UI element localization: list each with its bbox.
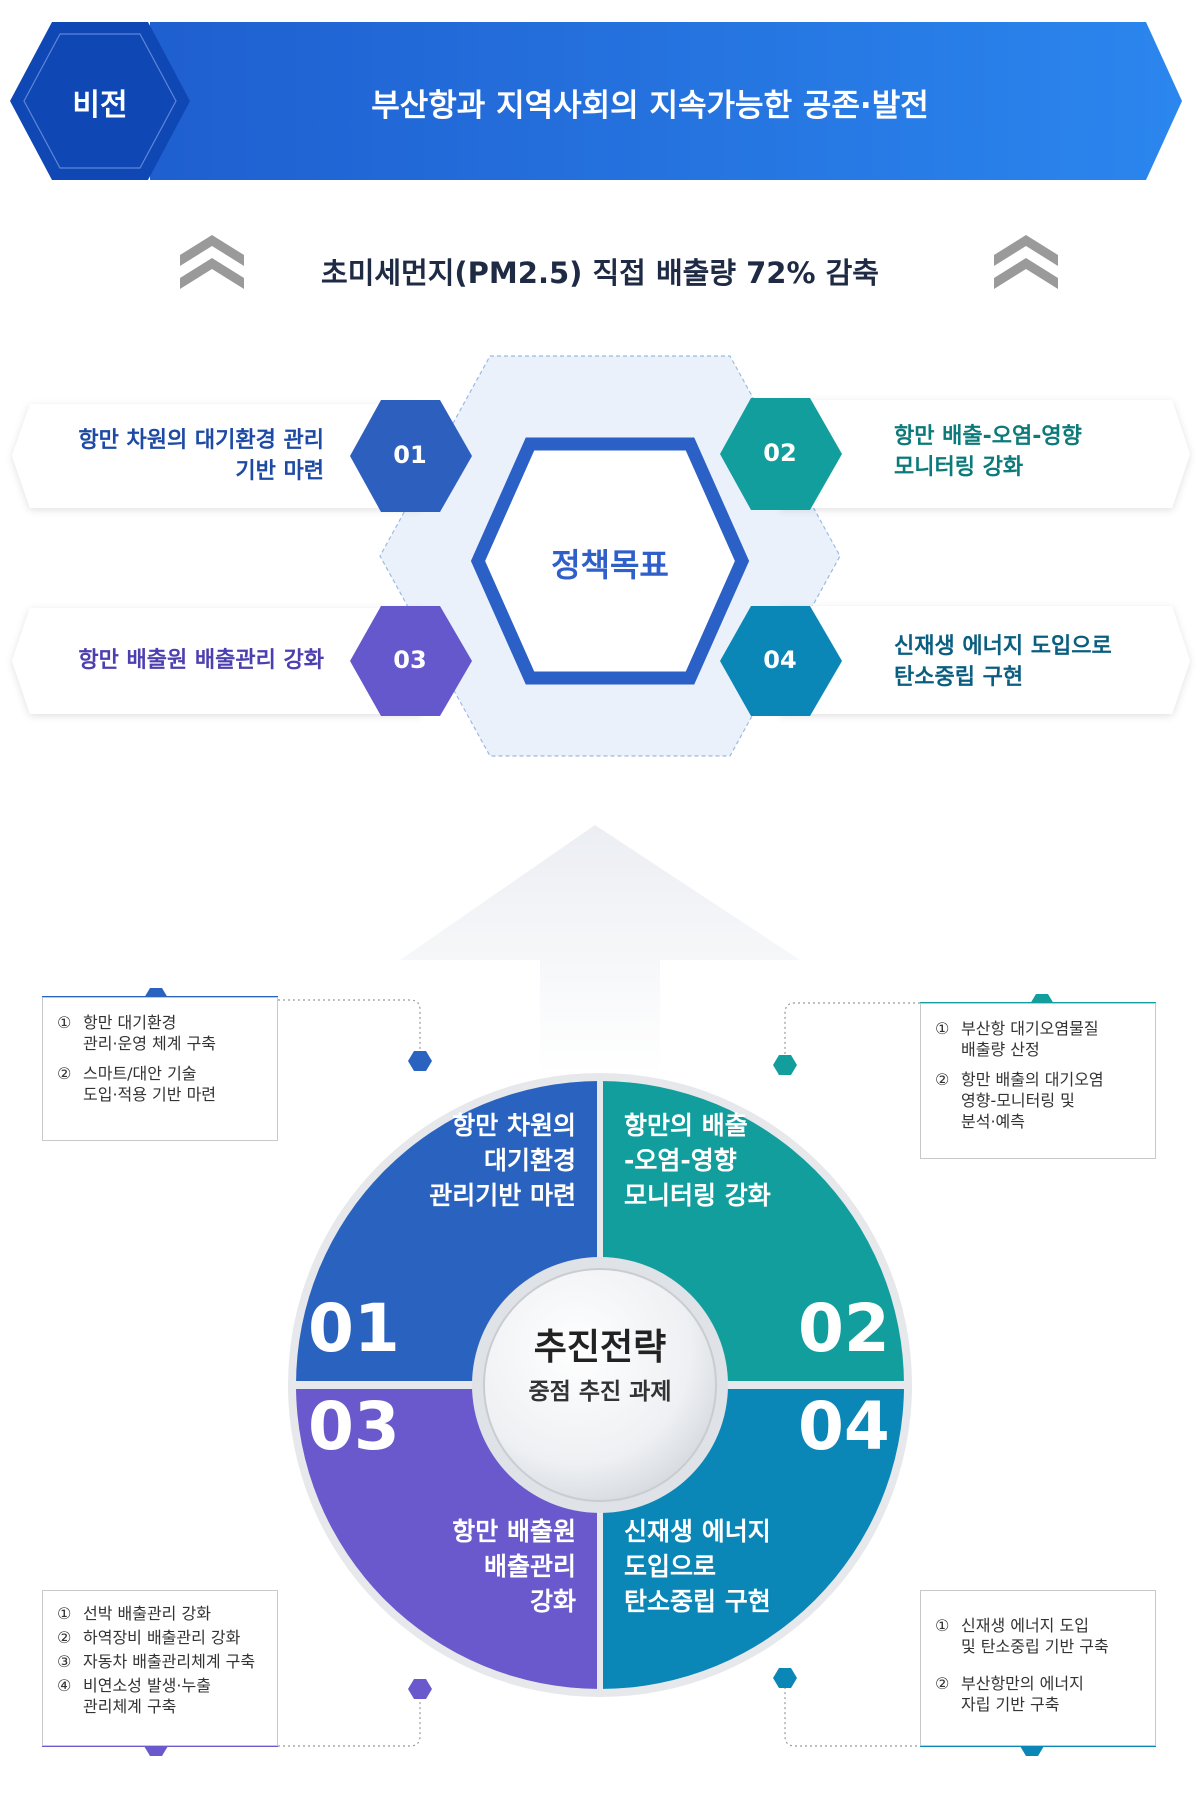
- goal-01-line1: 항만 차원의 대기환경 관리: [78, 428, 324, 453]
- up-arrow: [400, 825, 800, 1075]
- quadrant-02-number: 02: [798, 1290, 890, 1367]
- item-marker: ③: [57, 1652, 72, 1671]
- quadrant-02-line3: 모니터링 강화: [624, 1181, 771, 1210]
- connector-2: [784, 1002, 1040, 1063]
- policy-goal-label: 정책목표: [551, 546, 669, 584]
- item-marker: ④: [57, 1676, 72, 1695]
- goal-02-line2: 모니터링 강화: [894, 455, 1024, 480]
- policy-goal-hexagon: [470, 437, 750, 685]
- quadrant-01-line3: 관리기반 마련: [429, 1181, 576, 1210]
- goal-bar-02: [780, 400, 1190, 508]
- quadrant-02-title: 항만의 배출 -오염-영향 모니터링 강화: [624, 1108, 854, 1213]
- item-text: 자동차 배출관리체계 구축: [83, 1652, 256, 1671]
- item-marker: ②: [935, 1070, 950, 1089]
- goal-04-number: 04: [763, 646, 797, 674]
- quadrant-02-line1: 항만의 배출: [624, 1111, 748, 1140]
- quadrant-01-title: 항만 차원의 대기환경 관리기반 마련: [360, 1108, 576, 1213]
- vision-label: 비전: [72, 88, 128, 123]
- vision-text: 부산항과 지역사회의 지속가능한 공존·발전: [371, 88, 929, 124]
- item-marker: ①: [57, 1013, 72, 1032]
- item-marker: ②: [57, 1064, 72, 1083]
- goal-hexagon-01: [350, 400, 472, 512]
- goal-bar-01: [12, 404, 420, 508]
- vision-hexagon: [10, 22, 190, 180]
- item-marker: ②: [935, 1674, 950, 1693]
- goal-01-number: 01: [393, 441, 427, 469]
- connector-1: [278, 999, 421, 1060]
- double-chevron-up-icon-right: [994, 235, 1058, 289]
- goal-bar-03: [12, 608, 420, 714]
- task-item: ① 선박 배출관리 강화: [57, 1603, 263, 1624]
- quadrant-04-line1: 신재생 에너지: [624, 1517, 771, 1546]
- goal-02-number: 02: [763, 439, 797, 467]
- quadrant-03-line1: 항만 배출원: [452, 1517, 576, 1546]
- vision-banner: [150, 22, 1182, 180]
- item-marker: ①: [57, 1604, 72, 1623]
- item-text: 하역장비 배출관리 강화: [83, 1628, 241, 1647]
- goal-bar-04: [780, 606, 1190, 714]
- connector-4: [784, 1676, 1032, 1747]
- goal-03-number: 03: [393, 646, 427, 674]
- quadrant-03-number: 03: [308, 1388, 400, 1465]
- goal-04-line1: 신재생 에너지 도입으로: [894, 634, 1112, 659]
- quadrant-03-line3: 강화: [529, 1587, 576, 1616]
- quadrant-01-number: 01: [308, 1290, 400, 1367]
- strategy-title: 추진전략: [533, 1327, 667, 1368]
- goal-01-text: 항만 차원의 대기환경 관리 기반 마련: [40, 425, 324, 487]
- goal-01-line2: 기반 마련: [235, 459, 324, 484]
- double-chevron-up-icon-left: [180, 235, 244, 289]
- goal-03-text: 항만 배출원 배출관리 강화: [40, 645, 324, 676]
- quadrant-02-line2: -오염-영향: [624, 1146, 737, 1175]
- item-marker: ①: [935, 1019, 950, 1038]
- item-text: 선박 배출관리 강화: [83, 1604, 211, 1623]
- goal-04-line2: 탄소중립 구현: [894, 665, 1024, 690]
- connector-3: [158, 1688, 421, 1747]
- goal-04-text: 신재생 에너지 도입으로 탄소중립 구현: [894, 631, 1174, 693]
- goal-02-text: 항만 배출-오염-영향 모니터링 강화: [894, 421, 1174, 483]
- quadrant-04-title: 신재생 에너지 도입으로 탄소중립 구현: [624, 1514, 854, 1619]
- quadrant-04-line3: 탄소중립 구현: [624, 1587, 771, 1616]
- goal-hexagon-04: [720, 606, 842, 716]
- goal-hexagon-03: [350, 606, 472, 716]
- wheel-hub: [483, 1268, 717, 1502]
- goal-02-line1: 항만 배출-오염-영향: [894, 424, 1082, 449]
- quadrant-04-number: 04: [798, 1388, 890, 1465]
- quadrant-03-line2: 배출관리: [483, 1552, 576, 1581]
- goal-hexagon-02: [720, 398, 842, 510]
- item-marker: ①: [935, 1616, 950, 1635]
- quadrant-04-line2: 도입으로: [624, 1552, 717, 1581]
- quadrant-01-line2: 대기환경: [483, 1146, 576, 1175]
- quadrant-03-title: 항만 배출원 배출관리 강화: [360, 1514, 576, 1619]
- task-item: ② 하역장비 배출관리 강화: [57, 1627, 263, 1648]
- target-text: 초미세먼지(PM2.5) 직접 배출량 72% 감축: [321, 256, 879, 290]
- quadrant-01-line1: 항만 차원의: [452, 1111, 576, 1140]
- strategy-subtitle: 중점 추진 과제: [528, 1379, 672, 1405]
- vision-hexagon-inner: [23, 33, 177, 169]
- goal-03-line1: 항만 배출원 배출관리 강화: [78, 648, 324, 673]
- task-box-03: ① 선박 배출관리 강화 ② 하역장비 배출관리 강화 ③ 자동차 배출관리체계…: [42, 1590, 278, 1746]
- item-marker: ②: [57, 1628, 72, 1647]
- task-item: ③ 자동차 배출관리체계 구축: [57, 1651, 263, 1672]
